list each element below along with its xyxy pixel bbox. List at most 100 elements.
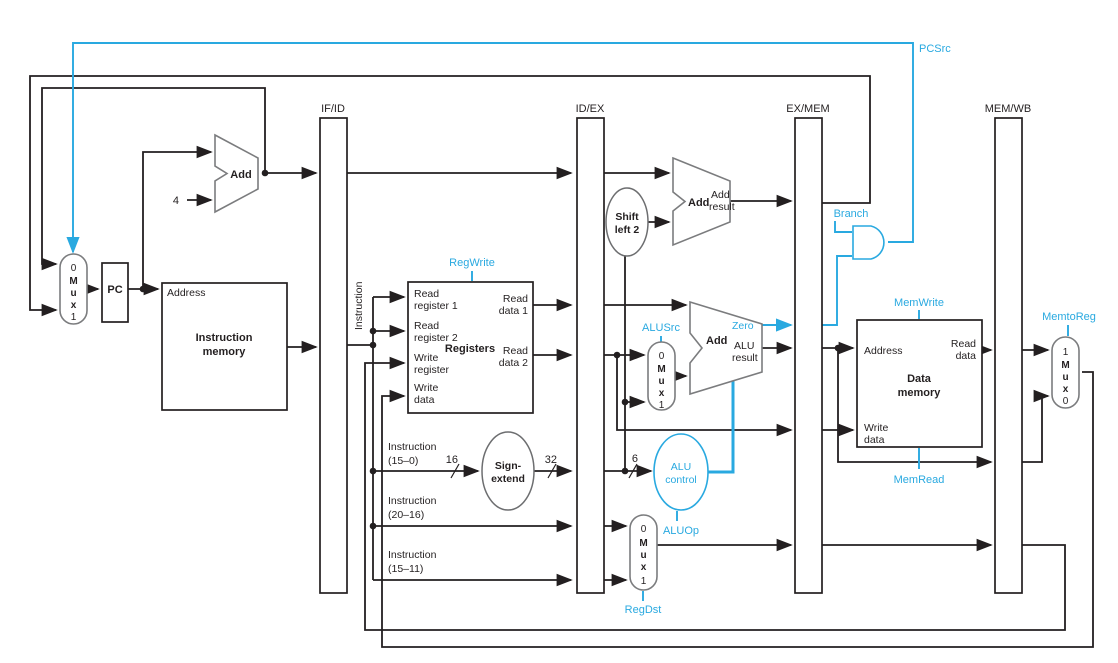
regdst-mux: 0 M u x 1 RegDst bbox=[625, 514, 662, 616]
alusrc-label: ALUSrc bbox=[642, 322, 680, 334]
wire-zero-to-andgate bbox=[822, 255, 852, 326]
wire-pcsrc bbox=[66, 42, 914, 254]
label-if-id: IF/ID bbox=[321, 103, 345, 115]
port-read-reg1-l2: register 1 bbox=[414, 300, 458, 312]
regdst-mux-m: M bbox=[639, 538, 647, 549]
pc-mux-body bbox=[59, 253, 88, 325]
register-file: Read register 1 Read register 2 Write re… bbox=[407, 257, 534, 414]
instruction-memory: Address Instruction memory bbox=[161, 282, 288, 411]
dmem-read-data-l1: Read bbox=[951, 338, 976, 350]
label-ex-mem: EX/MEM bbox=[786, 103, 829, 115]
instr-field-20-16-line2: (20–16) bbox=[388, 509, 424, 521]
pc-mux-in0: 0 bbox=[71, 263, 77, 274]
branch-and-gate: Branch PCSrc bbox=[834, 43, 951, 260]
pc-label: PC bbox=[107, 284, 122, 296]
data-memory-body bbox=[856, 319, 983, 448]
junction-aluresult bbox=[834, 344, 842, 352]
branch-adder-result-l1: Add bbox=[711, 189, 730, 201]
port-read-reg1-l1: Read bbox=[414, 288, 439, 300]
junction-readdata2 bbox=[613, 351, 621, 359]
wire-writeback-data bbox=[381, 371, 1094, 648]
junction-adder-out bbox=[261, 169, 269, 177]
wire-pc-to-adder bbox=[142, 145, 213, 289]
and-gate-body bbox=[852, 225, 885, 260]
pipeline-register-id-ex bbox=[576, 117, 605, 594]
pc-body bbox=[101, 262, 129, 323]
dmem-title-line1: Data bbox=[907, 373, 932, 385]
port-read-reg2-l2: register 2 bbox=[414, 332, 458, 344]
memtoreg-mux-in0: 0 bbox=[1063, 396, 1069, 407]
pcsrc-label: PCSrc bbox=[919, 43, 951, 55]
junction-instr-150 bbox=[369, 467, 377, 475]
pipeline-register-ex-mem bbox=[794, 117, 823, 594]
branch-adder-body bbox=[672, 156, 731, 247]
pipeline-register-if-id bbox=[319, 117, 348, 594]
alu-control-line1: ALU bbox=[671, 461, 691, 473]
memtoreg-mux: 1 M u x 0 MemtoReg bbox=[1042, 311, 1096, 409]
memtoreg-mux-m: M bbox=[1061, 360, 1069, 371]
main-alu: Add ALU result Zero bbox=[689, 300, 763, 396]
bus-slash-16 bbox=[450, 463, 460, 479]
regdst-label: RegDst bbox=[625, 604, 662, 616]
pc-mux-m: M bbox=[69, 276, 77, 287]
pc-mux-u: u bbox=[70, 288, 76, 299]
junction-instr-rr2 bbox=[369, 327, 377, 335]
port-write-reg-l2: register bbox=[414, 364, 450, 376]
branch-adder-label: Add bbox=[688, 197, 709, 209]
port-write-data-l2: data bbox=[414, 394, 435, 406]
sign-extend-line2: extend bbox=[491, 473, 525, 485]
regwrite-label: RegWrite bbox=[449, 257, 495, 269]
dmem-write-data-l2: data bbox=[864, 434, 885, 446]
pipeline-registers: IF/ID ID/EX EX/MEM MEM/WB bbox=[319, 103, 1031, 594]
junction-pc-out bbox=[139, 285, 147, 293]
dmem-title-line2: memory bbox=[898, 387, 942, 399]
sign-extend-unit: Sign- extend bbox=[481, 431, 535, 511]
instr-field-15-11-line1: Instruction bbox=[388, 549, 437, 561]
control-wires bbox=[66, 42, 1069, 601]
wire-aluresult-to-memtoregmux bbox=[1022, 389, 1050, 463]
port-read-data2-l1: Read bbox=[503, 345, 528, 357]
regdst-mux-x: x bbox=[641, 562, 647, 573]
imem-title-line2: memory bbox=[203, 346, 247, 358]
port-read-data2-l2: data 2 bbox=[499, 357, 528, 369]
instruction-memory-body bbox=[161, 282, 288, 411]
shift-left-2-unit: Shift left 2 bbox=[605, 187, 649, 257]
bus-width-marks bbox=[450, 463, 638, 479]
alu-zero-label: Zero bbox=[732, 320, 754, 332]
port-read-data1-l2: data 1 bbox=[499, 305, 528, 317]
dmem-read-data-l2: data bbox=[956, 350, 977, 362]
junction-instr-main bbox=[369, 341, 377, 349]
alusrc-mux-u: u bbox=[658, 376, 664, 387]
data-memory: Address Read data Data memory Write data… bbox=[856, 297, 983, 486]
memwrite-label: MemWrite bbox=[894, 297, 944, 309]
regdst-mux-u: u bbox=[640, 550, 646, 561]
pc-source-mux: 0 M u x 1 bbox=[59, 253, 88, 325]
alu-op-label: Add bbox=[706, 335, 727, 347]
junction-imm-mux bbox=[621, 398, 629, 406]
imem-title-line1: Instruction bbox=[196, 332, 253, 344]
shift-left-2-line1: Shift bbox=[615, 211, 639, 223]
instruction-vertical-label: Instruction bbox=[353, 281, 365, 330]
memread-label: MemRead bbox=[894, 474, 945, 486]
shift-left-2-body bbox=[605, 187, 649, 257]
regdst-mux-in1: 1 bbox=[641, 576, 647, 587]
alusrc-mux: 0 M u x 1 ALUSrc bbox=[642, 322, 680, 411]
wire-branch-target-feedback bbox=[29, 75, 871, 317]
label-id-ex: ID/EX bbox=[576, 103, 605, 115]
instr-field-15-0-line1: Instruction bbox=[388, 441, 437, 453]
port-write-reg-l1: Write bbox=[414, 352, 438, 364]
pipeline-register-mem-wb bbox=[994, 117, 1023, 594]
alu-result-l1: ALU bbox=[734, 340, 754, 352]
branch-label: Branch bbox=[834, 208, 869, 220]
port-write-data-l1: Write bbox=[414, 382, 438, 394]
bus-width-32: 32 bbox=[545, 454, 557, 466]
pc-adder-label: Add bbox=[230, 169, 251, 181]
alu-result-l2: result bbox=[732, 352, 758, 364]
regdst-mux-in0: 0 bbox=[641, 524, 647, 535]
alusrc-mux-in0: 0 bbox=[659, 351, 665, 362]
junction-dots bbox=[139, 169, 842, 530]
alu-body bbox=[689, 300, 763, 396]
registers-body bbox=[407, 281, 534, 414]
port-read-reg2-l1: Read bbox=[414, 320, 439, 332]
